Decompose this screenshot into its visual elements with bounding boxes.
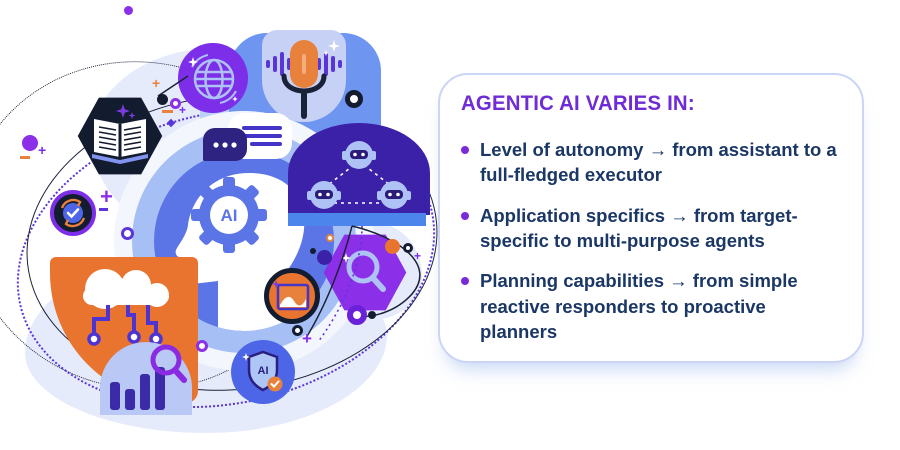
robot-network-dome (288, 123, 430, 215)
plus-icon: + (100, 184, 113, 209)
bullet-text-autonomy: Level of autonomy → from assistant to a … (480, 139, 837, 186)
plus-icon: + (152, 75, 161, 91)
purple-dash (99, 208, 108, 211)
card-title: AGENTIC AI VARIES IN: (461, 92, 695, 115)
bullet-dot (461, 277, 469, 286)
purple-ring-small (170, 98, 181, 109)
cloud-circuit-icon (83, 269, 169, 346)
agentic-ai-illustration: AI (0, 0, 440, 450)
node-dot (157, 94, 168, 105)
image-icon (272, 280, 310, 311)
ai-shield-label: AI (258, 365, 269, 377)
list-item: Level of autonomy → from assistant to a … (461, 137, 838, 188)
chat-dots-icon (213, 142, 237, 148)
ai-gear-label: AI (221, 206, 238, 225)
gear-icon: AI (191, 177, 267, 253)
bullet-dot (461, 146, 469, 154)
sync-check-icon (60, 198, 86, 228)
sparkle-icon (242, 353, 250, 361)
sparkle-icon (116, 104, 136, 119)
black-dot-small (310, 248, 316, 254)
robot-head-right (377, 181, 411, 209)
chat-lines-icon (238, 126, 282, 146)
magnifier-glass (150, 344, 187, 383)
black-dot (368, 311, 376, 319)
purple-ring-small (196, 340, 208, 352)
purple-dot-small (124, 6, 133, 15)
open-book-icon (92, 104, 148, 164)
purple-donut-node (347, 305, 367, 325)
sparkle-icon (323, 40, 340, 56)
bullet-text-planning: Planning capabilities → from simple reac… (480, 270, 798, 343)
orange-dash (162, 110, 173, 113)
globe-icon (188, 54, 238, 104)
plus-icon: + (38, 142, 47, 158)
purple-dot (22, 135, 38, 151)
sparkle-icon (272, 280, 280, 288)
dome-base-strip (288, 213, 426, 226)
list-item: Planning capabilities → from simple reac… (461, 268, 838, 344)
orange-ring-small (326, 234, 334, 242)
voice-microphone-icon (266, 40, 342, 119)
purple-donut (121, 227, 134, 240)
sync-check-badge (50, 190, 96, 236)
black-ring (345, 90, 363, 108)
black-ring-small (292, 325, 303, 336)
bar-chart-dome (100, 342, 192, 415)
bullet-text-application: Application specifics → from target-spec… (480, 204, 798, 252)
plus-icon: + (414, 249, 422, 263)
list-item: Application specifics → from target-spec… (461, 203, 838, 254)
chat-bubble-dark (203, 128, 247, 161)
ai-shield-icon: AI (242, 350, 283, 392)
orange-dot-small (190, 330, 196, 336)
black-ring-small (403, 243, 413, 253)
bullet-dot (461, 211, 469, 220)
robot-head-top (342, 141, 376, 169)
microphone-panel (262, 30, 346, 122)
plus-icon: + (179, 103, 187, 117)
ai-shield-badge: AI (231, 340, 295, 404)
orange-dot (385, 239, 400, 254)
plus-icon: + (302, 329, 312, 348)
sparkle-icon (188, 57, 238, 102)
bar-chart-magnifier-icon (110, 344, 187, 410)
bullet-list: Level of autonomy → from assistant to a … (461, 137, 838, 344)
globe-circle (178, 43, 248, 113)
robot-network-icon (307, 141, 411, 209)
robot-head-left (307, 181, 341, 209)
image-recognition-circle (264, 268, 320, 324)
agentic-ai-card: AGENTIC AI VARIES IN: Level of autonomy … (438, 73, 864, 363)
indigo-dot (317, 250, 332, 265)
orange-dash (20, 156, 30, 159)
